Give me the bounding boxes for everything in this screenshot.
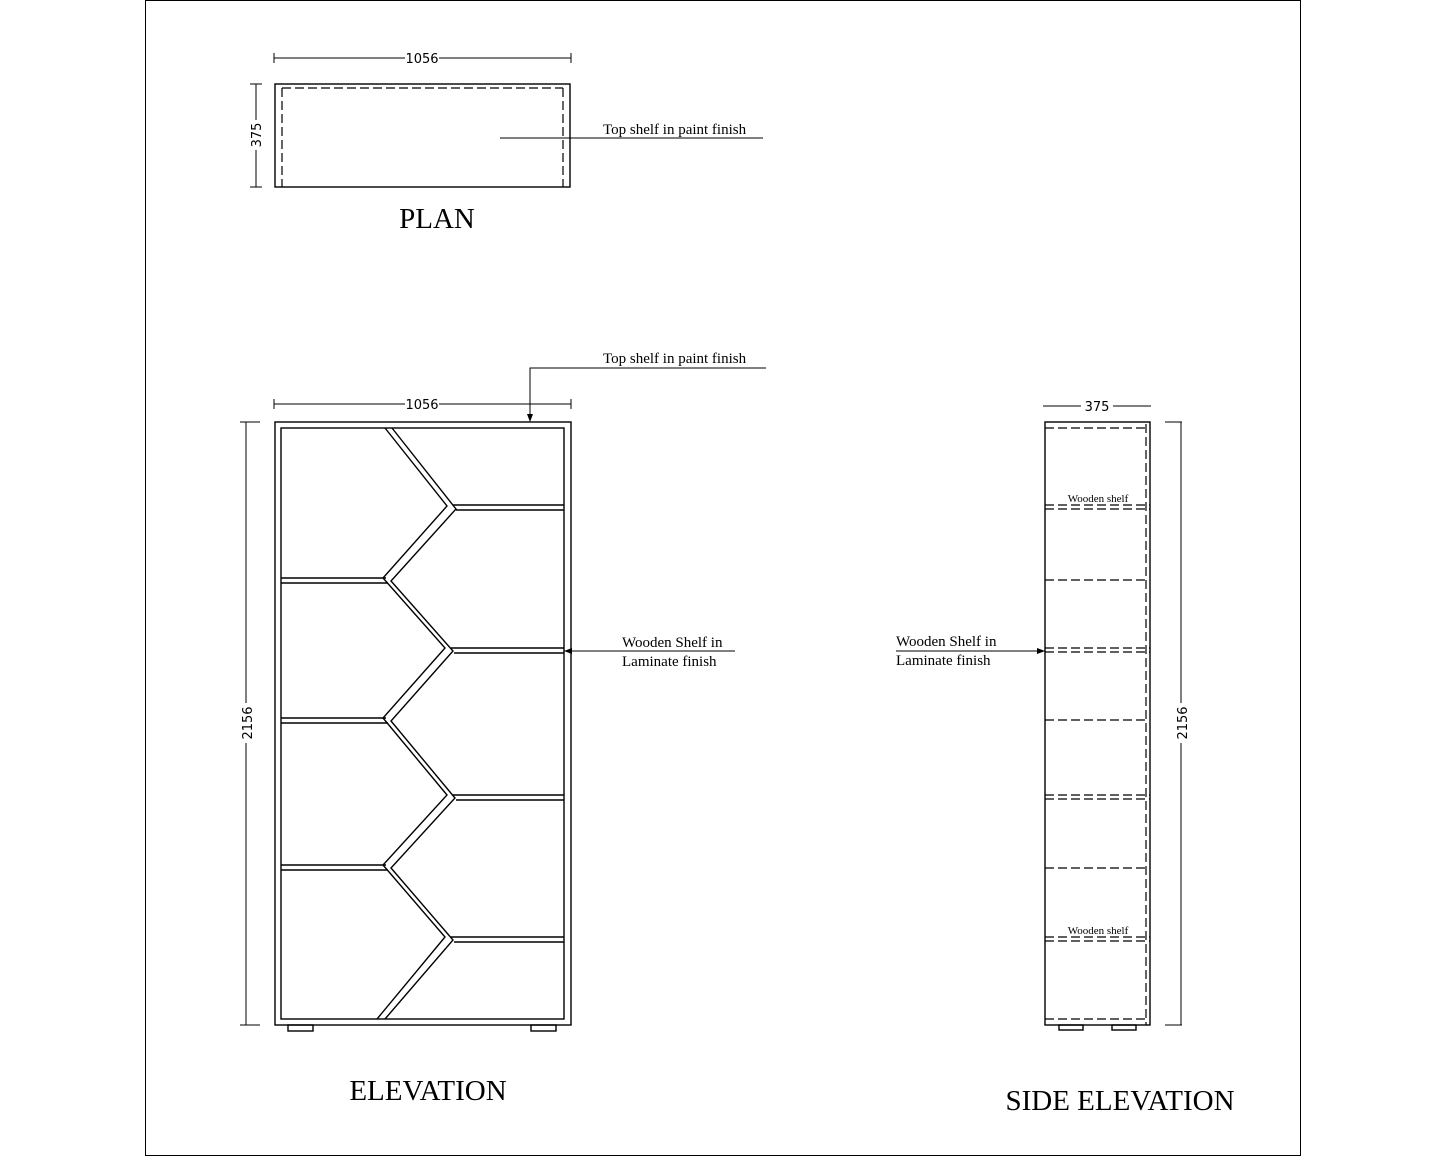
elevation-shelf-note-2: Laminate finish (622, 654, 717, 670)
side-shelves (1045, 427, 1150, 1020)
side-outline (1044, 421, 1151, 1026)
elevation-width-dim: 1056 (405, 398, 438, 413)
plan-outline (274, 83, 571, 188)
side-shelf-label-bottom: Wooden shelf (1068, 925, 1129, 937)
side-elevation-title: SIDE ELEVATION (1005, 1085, 1234, 1117)
side-leg (1111, 1024, 1137, 1031)
elevation-view: 1056 2156 Top shelf in paint finish Wood… (239, 351, 766, 1107)
plan-view: 1056 375 Top shelf in paint finish PLAN (249, 50, 763, 235)
side-depth-dim: 375 (1085, 400, 1110, 415)
elevation-height-dim: 2156 (241, 706, 256, 739)
shelves (281, 504, 564, 943)
side-elevation-view: 375 2156 Wooden shelf Wooden shelf Woode… (896, 398, 1235, 1117)
plan-width-dim: 1056 (405, 52, 438, 67)
elevation-title: ELEVATION (349, 1075, 506, 1107)
plan-note: Top shelf in paint finish (603, 122, 747, 138)
cabinet-outer (274, 421, 572, 1026)
plan-title: PLAN (399, 203, 475, 235)
side-height-dim: 2156 (1176, 706, 1191, 739)
side-shelf-note-2: Laminate finish (896, 653, 991, 669)
elevation-top-note: Top shelf in paint finish (603, 351, 747, 367)
side-shelf-note-1: Wooden Shelf in (896, 634, 997, 650)
cabinet-leg (287, 1024, 314, 1032)
side-leg (1058, 1024, 1084, 1031)
elevation-shelf-note-1: Wooden Shelf in (622, 635, 723, 651)
top-shelf-leader (529, 367, 766, 420)
side-shelf-label-top: Wooden shelf (1068, 493, 1129, 505)
cabinet-leg (530, 1024, 557, 1032)
plan-depth-dim: 375 (250, 123, 265, 148)
